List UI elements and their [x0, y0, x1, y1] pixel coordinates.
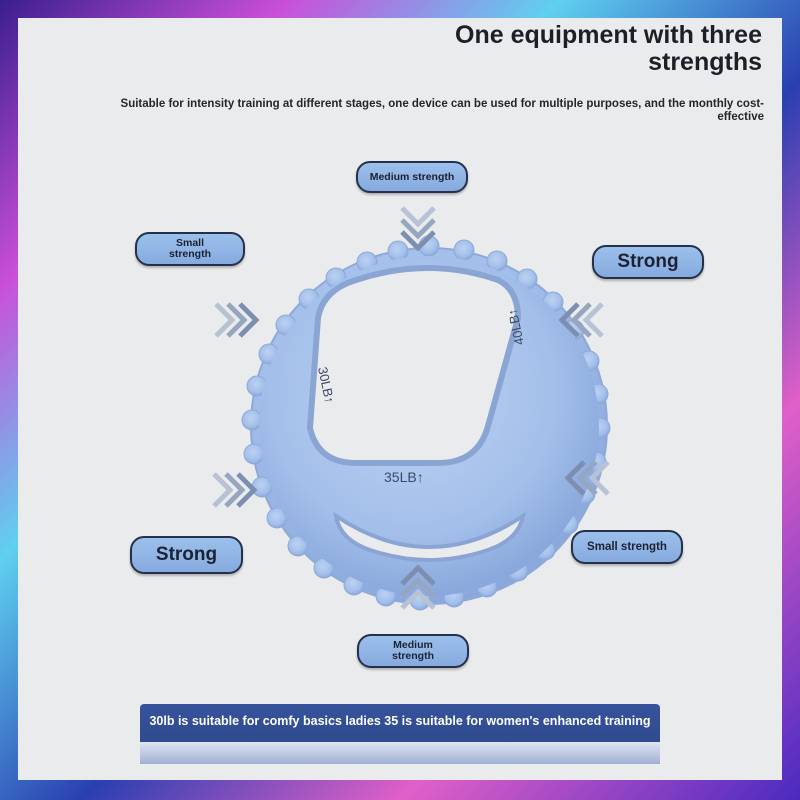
label-top-medium-strength: Medium strength — [356, 161, 468, 193]
arrow-right-icon-upper — [214, 302, 260, 338]
grip-triangle-hole — [306, 265, 522, 466]
label-top-right-strong: Strong — [592, 245, 704, 279]
banner-decor-strip — [140, 742, 660, 764]
label-bottom-right-small-strength: Small strength — [571, 530, 683, 564]
chevron-arrows — [212, 206, 610, 610]
arrow-left-icon-lower — [564, 460, 610, 496]
label-top-left-small-strength: Small strength — [135, 232, 245, 266]
page-subtitle: Suitable for intensity training at diffe… — [120, 98, 764, 123]
usage-banner-text: 30lb is suitable for comfy basics ladies… — [149, 714, 651, 728]
grip-ring-illustration: 30LB↑ 40LB↑ 35LB↑ — [212, 206, 611, 611]
page-title: One equipment with three strengths — [455, 21, 762, 76]
arrow-down-icon — [400, 206, 436, 252]
product-info-card: One equipment with three strengths Suita… — [18, 18, 782, 780]
arrow-left-icon-upper — [558, 302, 604, 338]
arrow-right-icon-lower — [212, 472, 258, 508]
label-bottom-left-strong: Strong — [130, 536, 243, 574]
grip-handle-slot — [333, 511, 526, 562]
usage-banner: 30lb is suitable for comfy basics ladies… — [140, 704, 660, 764]
label-bottom-medium-strength: Medium strength — [357, 634, 469, 668]
marking-30lb: 30LB↑ — [315, 366, 337, 405]
marking-40lb: 40LB↑ — [505, 307, 527, 346]
arrow-up-icon — [400, 564, 436, 610]
marking-35lb: 35LB↑ — [384, 469, 424, 485]
